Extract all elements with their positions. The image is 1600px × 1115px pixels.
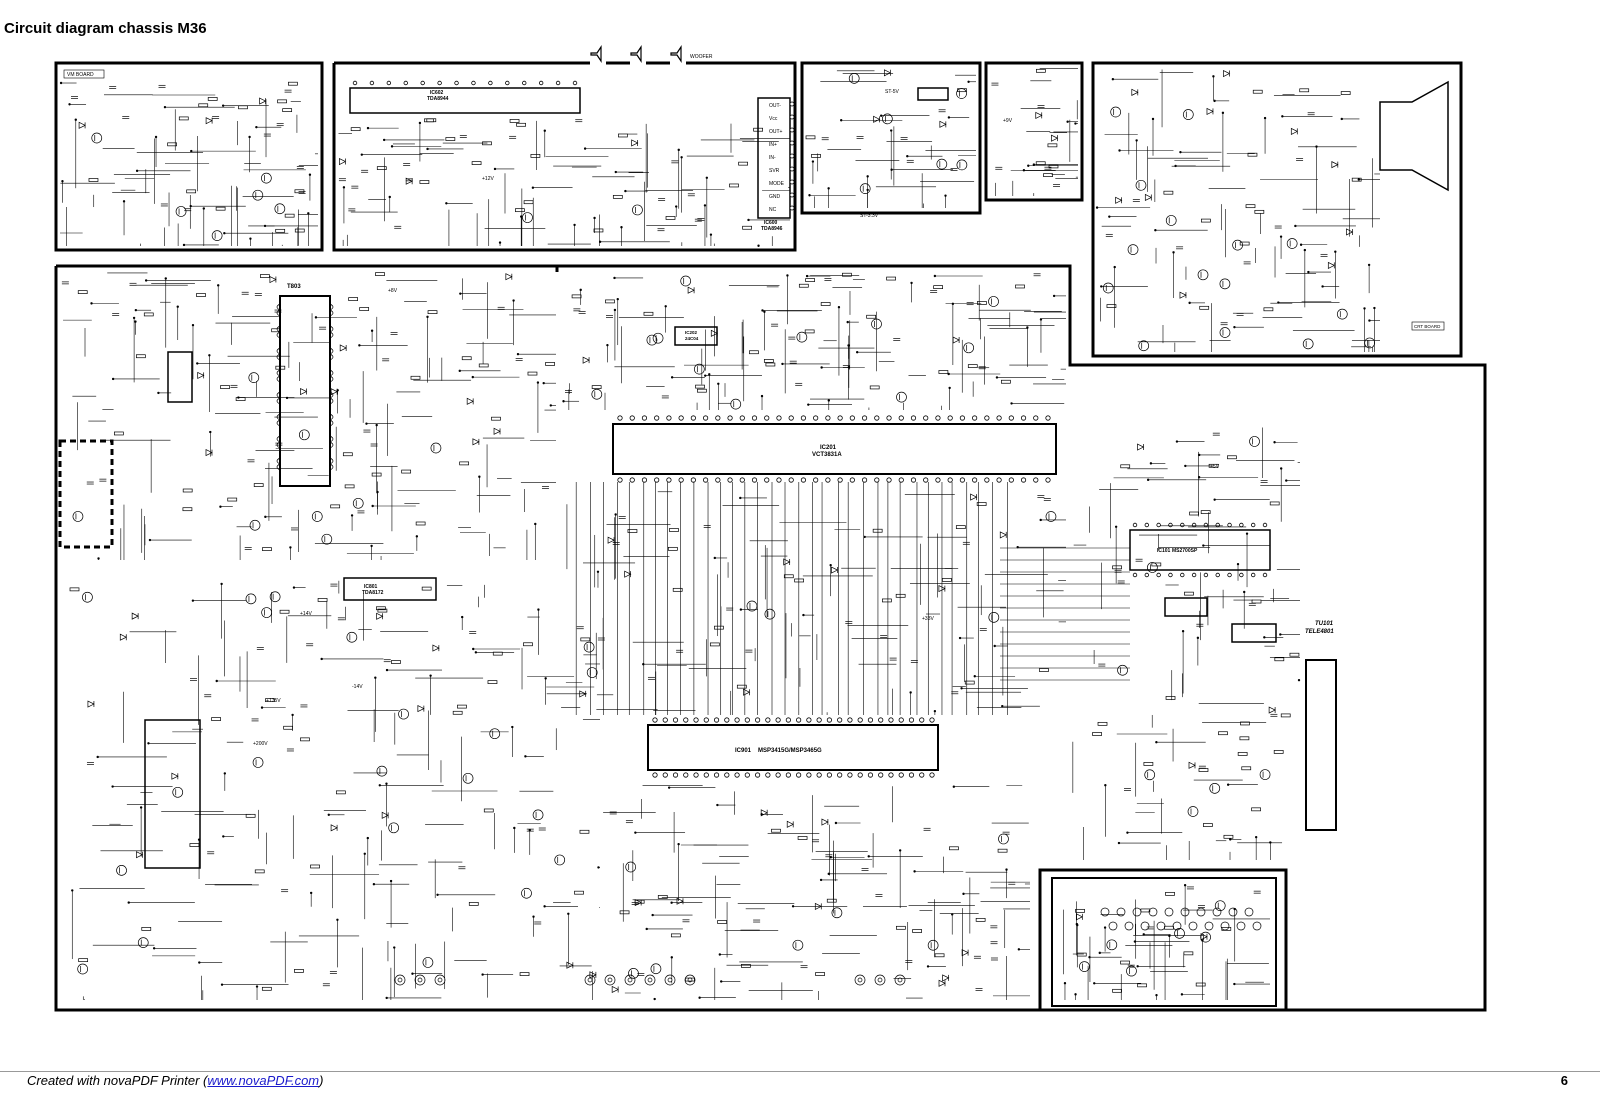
page-number: 6 [1560, 1073, 1568, 1088]
ic602-part: TDA8944 [427, 96, 449, 102]
ic600-part: TDA8946 [761, 226, 783, 232]
speaker-icons [590, 45, 682, 63]
footer-prefix: Created with novaPDF Printer ( [27, 1073, 208, 1088]
ic101-ref: IC101 [1157, 548, 1171, 554]
page-title: Circuit diagram chassis M36 [4, 20, 207, 37]
rail-33v: +33V [922, 616, 934, 622]
ic600-ref: IC600 [764, 220, 778, 226]
ic602-ref: IC602 [430, 90, 444, 96]
rail-st5v: ST-5V [885, 89, 900, 95]
ic600-pin-1: OUT- [769, 103, 781, 109]
novapdf-link[interactable]: www.novaPDF.com [207, 1073, 320, 1088]
rail-135v: +135V [266, 698, 281, 704]
crt-board-label: CRT BOARD [1414, 324, 1441, 329]
ic801-part: TDA8172 [362, 590, 384, 596]
rail-st33v: ST-3.3V [860, 213, 879, 219]
ic202-ref: IC202 [685, 330, 698, 335]
ic801-ref: IC801 [364, 584, 378, 590]
components [61, 68, 1376, 994]
ic600-pin-4: IN+ [769, 142, 777, 148]
ic101-part: MS2700SP [1172, 548, 1198, 554]
ic201-ref: IC201 [820, 445, 837, 451]
ic201-part: VCT3831A [812, 452, 842, 458]
ic600-pin-9: NC [769, 207, 777, 213]
rail-5v: +5V [1210, 464, 1220, 470]
rail-neg14v: -14V [352, 684, 363, 690]
ic600-pin-7: MODE [769, 181, 785, 187]
ic-pins [352, 80, 1268, 778]
rail-14v: +14V [300, 611, 312, 617]
rail-12v: +12V [482, 176, 494, 182]
tuner-ref: TU101 [1315, 621, 1334, 627]
ic901-part: MSP3415G/MSP3465G [758, 748, 822, 754]
ic600-pin-3: OUT+ [769, 129, 783, 135]
rail-200v: +200V [253, 741, 268, 747]
footer-credit: Created with novaPDF Printer (www.novaPD… [27, 1073, 323, 1088]
ic600-pin-8: GND [769, 194, 781, 200]
footer-suffix: ) [319, 1073, 324, 1088]
tuner-part: TELE4801 [1305, 629, 1334, 635]
wiring [59, 68, 1380, 1001]
vm-board-label: VM BOARD [67, 72, 94, 78]
ic202-part: 24C04 [685, 336, 699, 341]
woofer-label: WOOFER [690, 54, 713, 60]
rail-9v: +9V [1003, 118, 1013, 124]
transformer-label: T803 [287, 284, 301, 290]
footer-divider [0, 1071, 1600, 1072]
rail-8v: +8V [388, 288, 398, 294]
board-borders [54, 61, 1487, 1012]
ic600-pin-6: SVR [769, 168, 780, 174]
ic-bodies [144, 80, 1449, 869]
ic600-pin-2: Vcc [769, 116, 778, 122]
ic901-ref: IC901 [735, 748, 752, 754]
ic600-pin-5: IN- [769, 155, 776, 161]
